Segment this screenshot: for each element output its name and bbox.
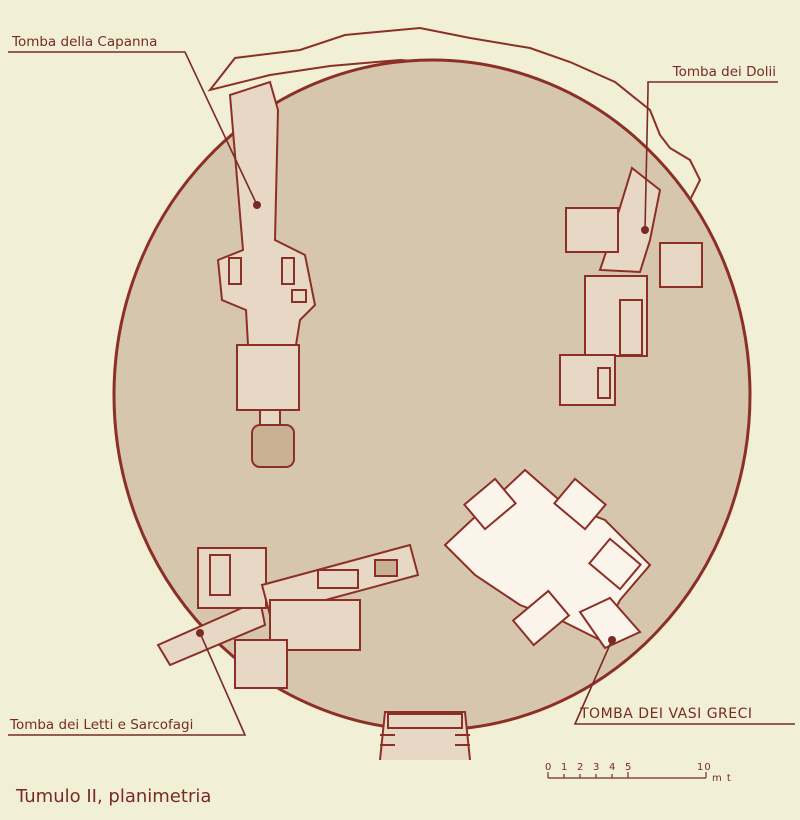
scale-tick-1: 1 [561,762,568,773]
tomb-letti-sarcofagi-plan [156,543,420,689]
label-tomba-dolii: Tomba dei Dolii [672,64,776,80]
leader-vasi-greci [573,639,795,725]
tomb-capanna-plan [216,80,317,468]
scale-tick-10: 10 [697,762,712,773]
leader-lines [8,51,795,736]
scale-tick-4: 4 [609,762,616,773]
map-title: Tumulo II, planimetria [15,786,211,807]
leader-dolii [644,81,778,231]
leader-letti [8,632,247,736]
scale-tick-0: 0 [545,762,552,773]
leader-capanna [8,51,258,206]
dromos-stairs [379,711,471,761]
scale-tick-5: 5 [625,762,632,773]
scale-bar [547,772,707,779]
tomb-vasi-greci-plan [443,468,652,650]
label-tomba-vasi-greci: TOMBA DEI VASI GRECI [579,706,753,722]
scale-tick-2: 2 [577,762,584,773]
scale-tick-3: 3 [593,762,600,773]
leader-dots [196,201,649,644]
label-tomba-letti-sarcofagi: Tomba dei Letti e Sarcofagi [9,717,193,733]
scale-unit: m t [712,773,732,784]
label-tomba-capanna: Tomba della Capanna [11,34,157,50]
